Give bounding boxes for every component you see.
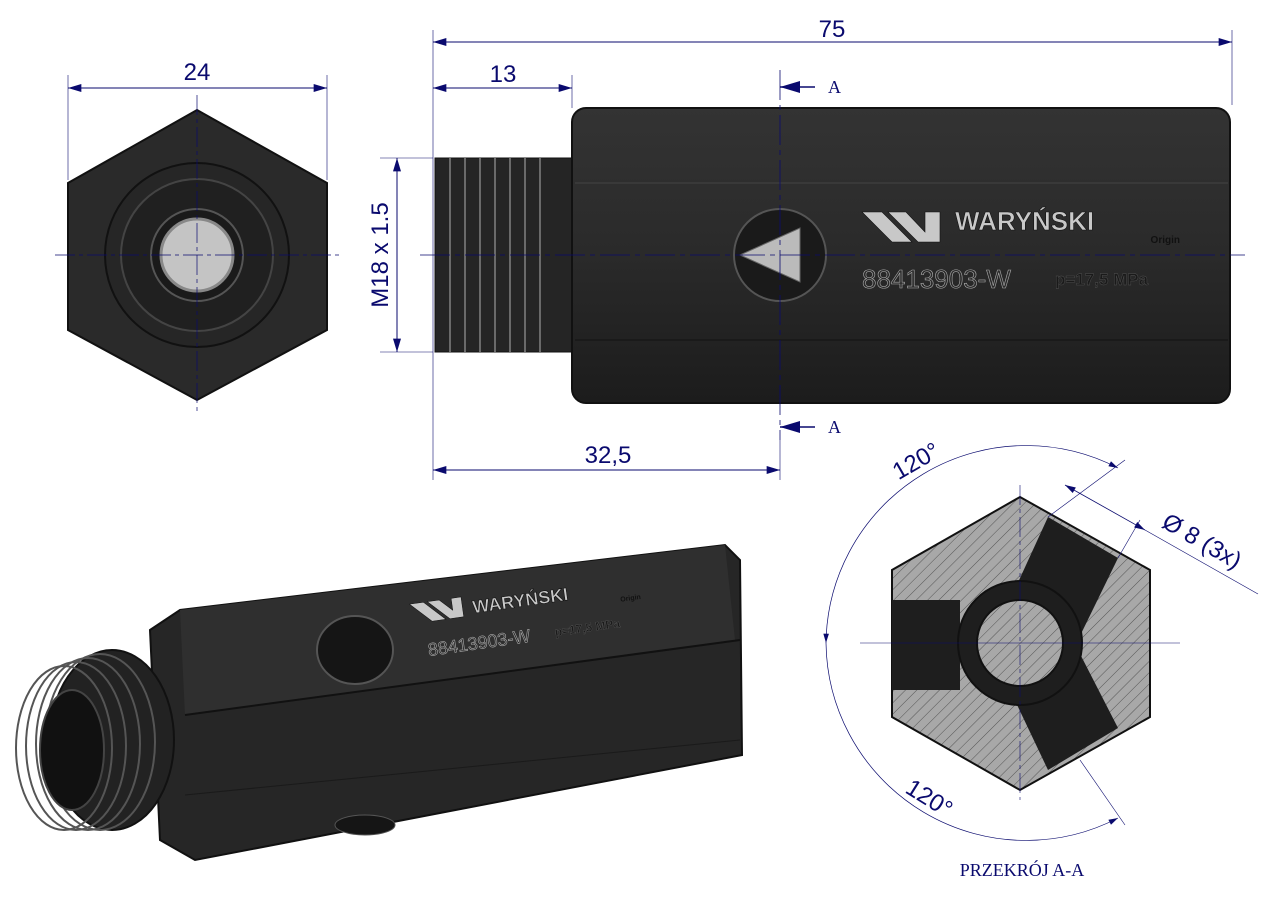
dim-across-flats: 24 [184,59,211,86]
product-marking: WARYŃSKI Origin 88413903-W p=17,5 MPa [861,206,1180,294]
iso-brand-sub: Origin [620,594,641,604]
pressure-rating: p=17,5 MPa [1055,270,1149,289]
part-number: 88413903-W [862,264,1011,294]
brand-name: WARYŃSKI [955,206,1094,236]
isometric-view: WARYŃSKI Origin 88413903-W p=17,5 MPa [15,543,744,862]
dim-hole-diameter: Ø 8 (3x) [1157,508,1246,575]
end-view: 24 [55,59,340,415]
dim-hole-position: 32,5 [585,442,632,469]
brand-sub: Origin [1151,235,1180,246]
section-marker-top: A [828,77,841,97]
brand-logo-icon [861,211,941,243]
section-view: 120° 120° Ø 8 (3x) PRZEKRÓJ A-A [823,437,1259,880]
dim-total-length: 75 [819,16,846,43]
dim-thread: M18 x 1.5 [367,202,394,307]
dim-angle-bottom: 120° [901,774,957,823]
iso-brand-logo-icon [408,596,465,622]
dim-thread-length: 13 [490,61,517,88]
section-marker-bottom: A [828,417,841,437]
section-caption: PRZEKRÓJ A-A [960,859,1085,880]
side-view: WARYŃSKI Origin 88413903-W p=17,5 MPa A … [367,16,1245,480]
